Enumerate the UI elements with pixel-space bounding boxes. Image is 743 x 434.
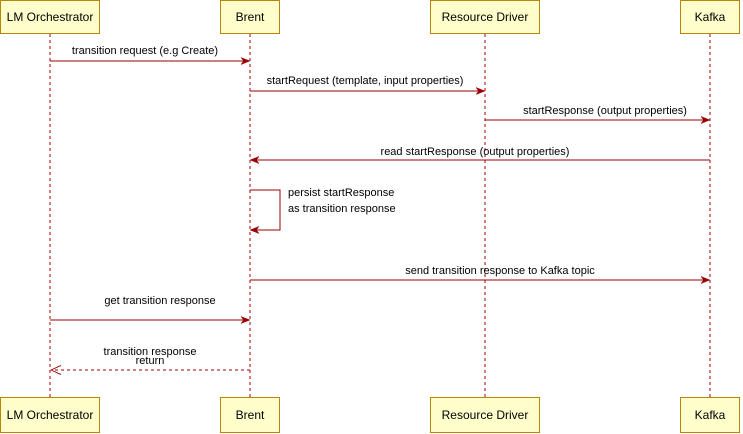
message-start-request[interactable]: startRequest (template, input properties… bbox=[250, 75, 484, 91]
participant-label: Brent bbox=[236, 10, 265, 24]
participant-label: Resource Driver bbox=[442, 10, 529, 24]
message-label: transition request (e.g Create) bbox=[72, 45, 218, 57]
message-read-start-response[interactable]: read startResponse (output properties) bbox=[251, 146, 710, 160]
participant-top-lm-orchestrator[interactable]: LM Orchestrator bbox=[0, 0, 100, 34]
message-label: startResponse (output properties) bbox=[523, 105, 687, 117]
participant-bottom-resource-driver[interactable]: Resource Driver bbox=[430, 397, 540, 433]
message-persist-start-response[interactable]: persist startResponse as transition resp… bbox=[250, 187, 396, 230]
participant-bottom-kafka[interactable]: Kafka bbox=[680, 397, 740, 433]
message-transition-request[interactable]: transition request (e.g Create) bbox=[50, 45, 249, 61]
message-label: persist startResponse bbox=[288, 187, 394, 199]
message-label: get transition response bbox=[104, 295, 215, 307]
message-get-transition-response[interactable]: get transition response bbox=[50, 295, 249, 320]
participant-label: Kafka bbox=[695, 408, 726, 422]
message-send-transition-response[interactable]: send transition response to Kafka topic bbox=[250, 265, 709, 280]
participant-label: Kafka bbox=[695, 10, 726, 24]
participant-bottom-brent[interactable]: Brent bbox=[220, 397, 280, 433]
participant-top-resource-driver[interactable]: Resource Driver bbox=[430, 0, 540, 34]
message-label: return bbox=[136, 355, 165, 367]
participant-label: Resource Driver bbox=[442, 408, 529, 422]
message-transition-response-return[interactable]: transition response return bbox=[51, 346, 250, 370]
message-label: startRequest (template, input properties… bbox=[267, 75, 464, 87]
participant-top-kafka[interactable]: Kafka bbox=[680, 0, 740, 34]
participant-top-brent[interactable]: Brent bbox=[220, 0, 280, 34]
message-label: transition response bbox=[104, 346, 197, 358]
participant-bottom-lm-orchestrator[interactable]: LM Orchestrator bbox=[0, 397, 100, 433]
message-label: send transition response to Kafka topic bbox=[405, 265, 595, 277]
participant-label: LM Orchestrator bbox=[7, 10, 94, 24]
participant-label: Brent bbox=[236, 408, 265, 422]
message-label: as transition response bbox=[288, 203, 396, 215]
message-start-response[interactable]: startResponse (output properties) bbox=[485, 105, 709, 120]
message-label: read startResponse (output properties) bbox=[381, 146, 570, 158]
participant-label: LM Orchestrator bbox=[7, 408, 94, 422]
